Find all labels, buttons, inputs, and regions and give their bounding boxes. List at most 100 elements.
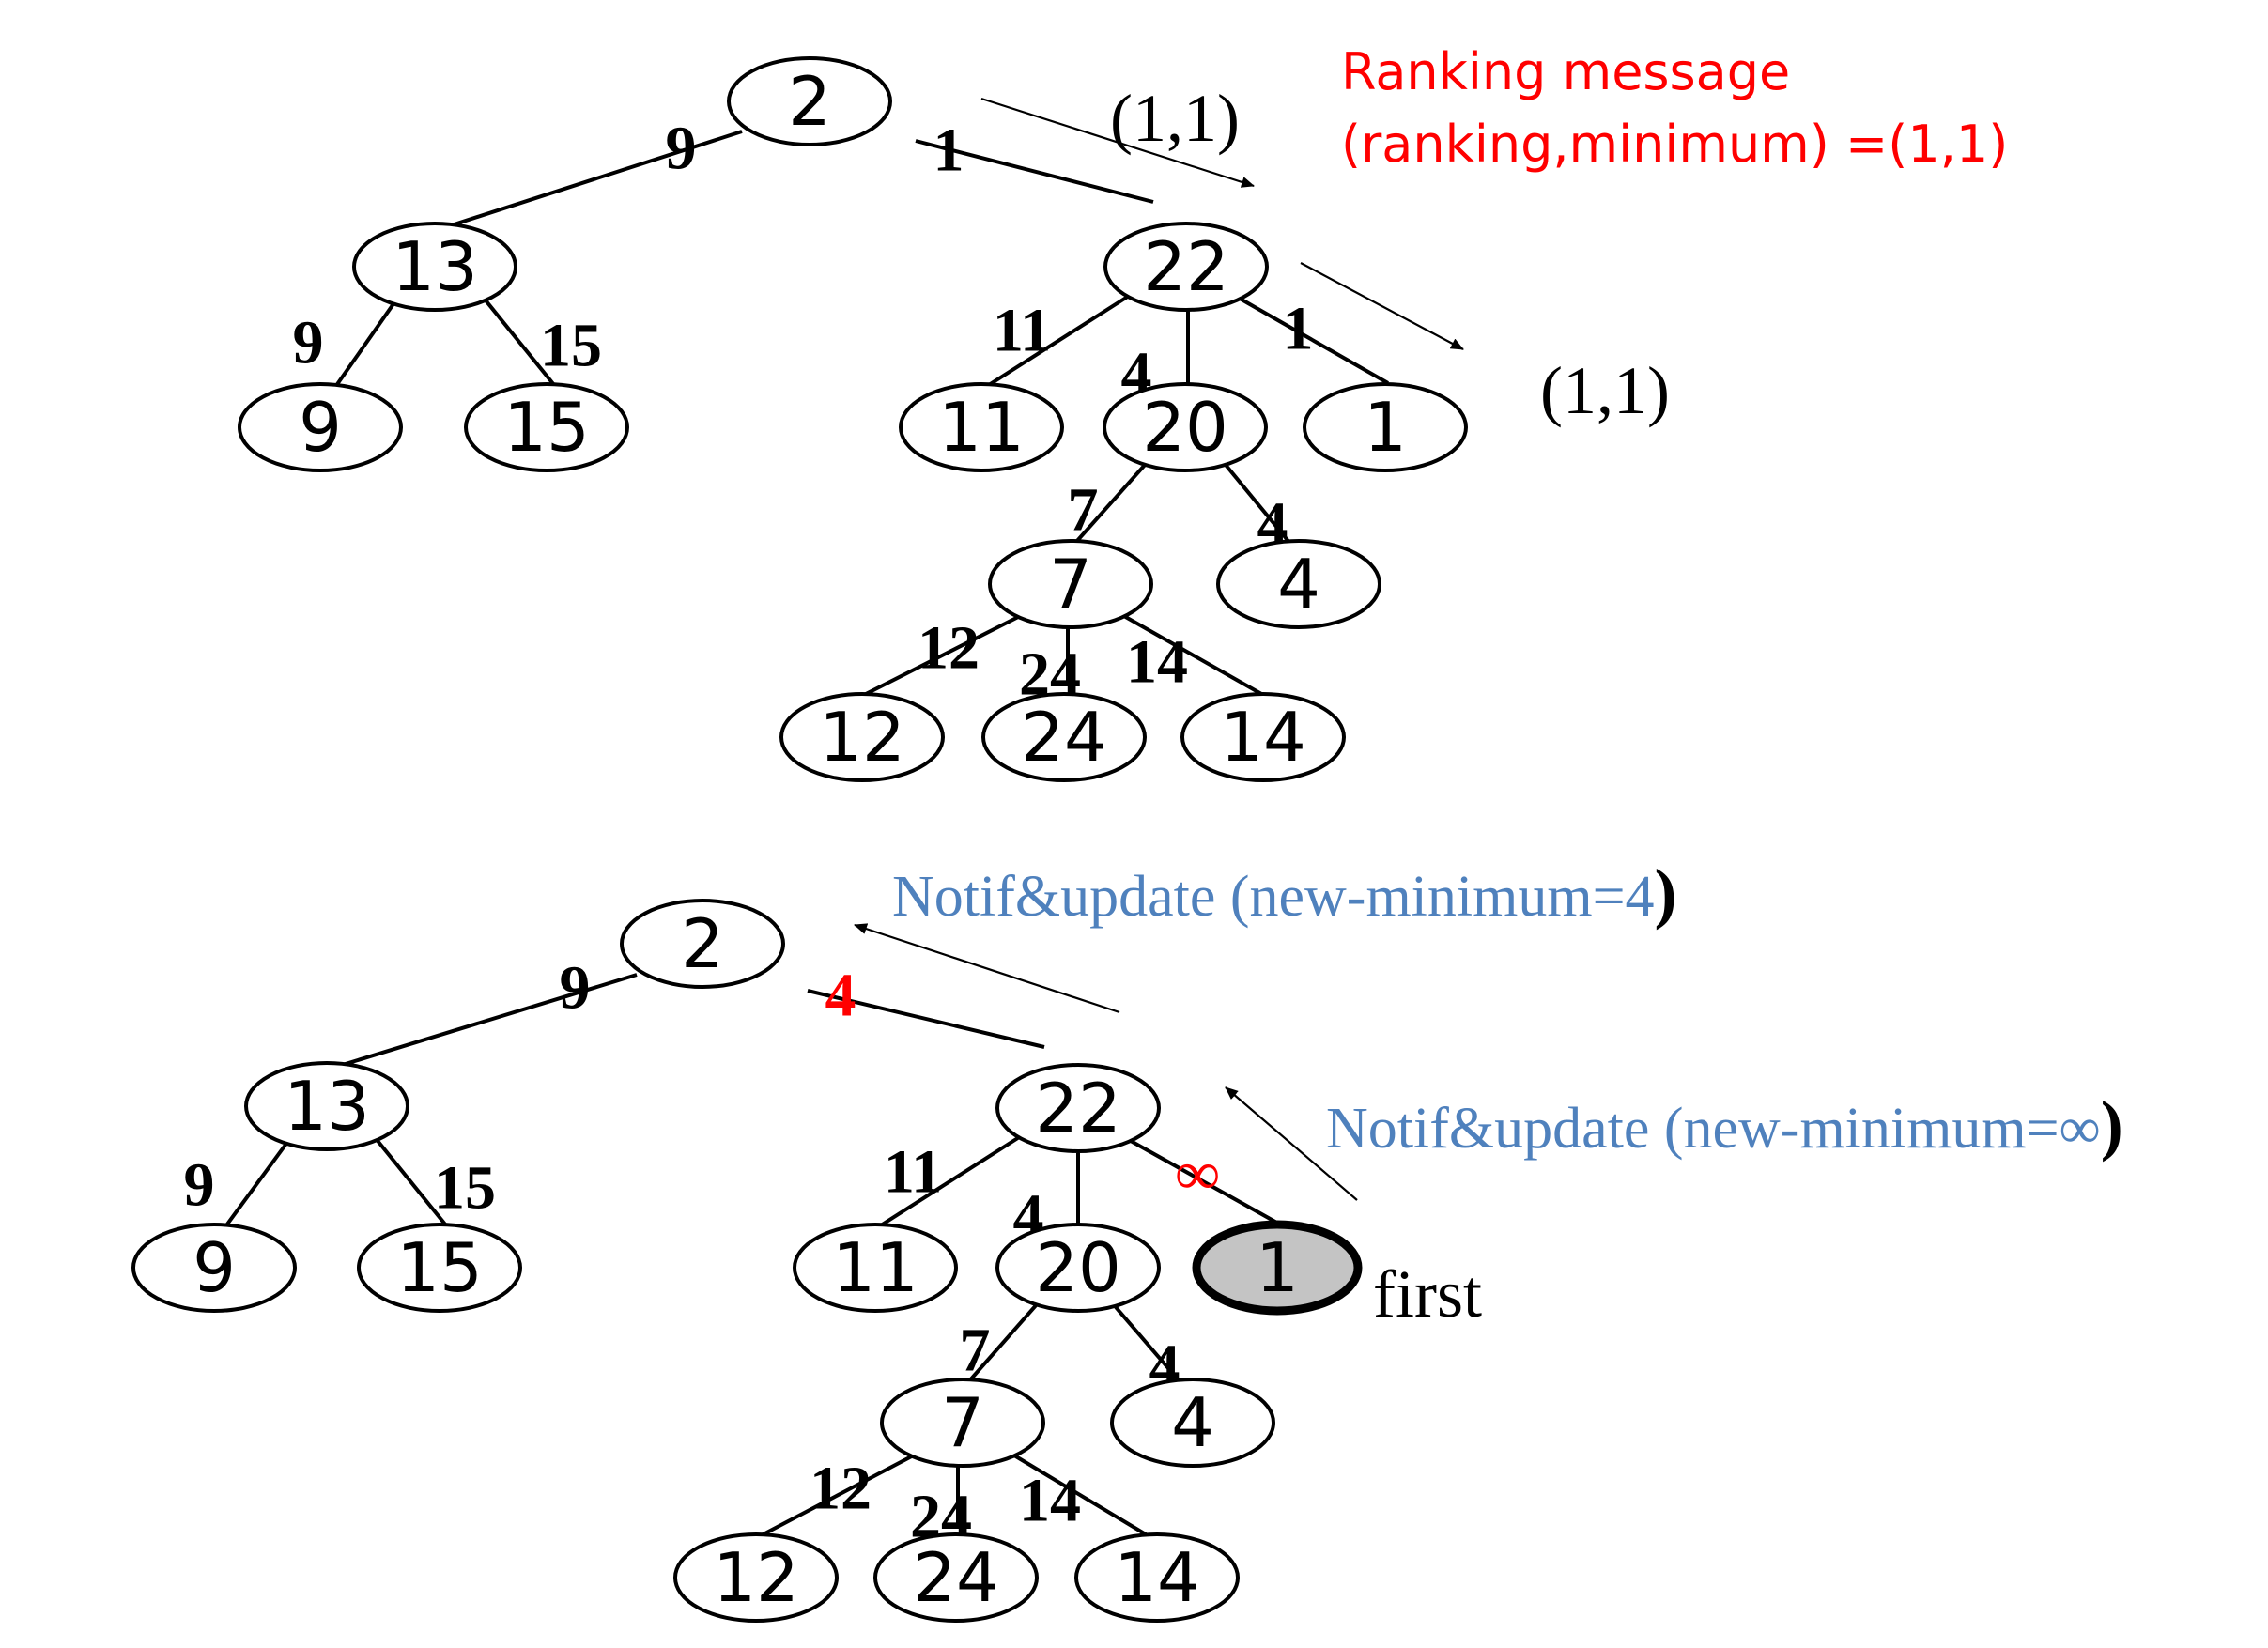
svg-text:15: 15 — [503, 388, 590, 467]
tree-node: 15 — [464, 382, 629, 472]
first-label: first — [1373, 1256, 1482, 1332]
tree-node: 9 — [131, 1223, 297, 1313]
edge-7-12 — [755, 1449, 923, 1540]
edge-20-4 — [1114, 1305, 1187, 1390]
edge-label-7-14: 14 — [1019, 1467, 1081, 1535]
svg-text:12: 12 — [713, 1538, 799, 1617]
tree-node: 24 — [873, 1532, 1039, 1623]
edge-7-14 — [1012, 1454, 1157, 1542]
edge-label-7-12: 12 — [918, 614, 980, 683]
tree-node: 14 — [1074, 1532, 1240, 1623]
edge-label-22-1: 1 — [1283, 295, 1314, 363]
tree-node: 15 — [357, 1223, 522, 1313]
tree-node: 9 — [238, 382, 403, 472]
tree-node: 20 — [995, 1223, 1161, 1313]
svg-text:20: 20 — [1142, 388, 1228, 467]
svg-text:12: 12 — [819, 698, 905, 777]
svg-text:13: 13 — [392, 227, 478, 306]
edge-label-20-7: 7 — [960, 1317, 991, 1385]
edge-label-13-9: 9 — [184, 1151, 215, 1220]
tree-node: 22 — [995, 1063, 1161, 1153]
svg-text:22: 22 — [1143, 227, 1229, 306]
bottom-tree: 9 4 9 15 11 4 ∞ 7 4 12 24 14 2 13 22 9 1 — [131, 855, 2123, 1623]
tree-node: 7 — [988, 539, 1153, 629]
tree-node: 12 — [779, 692, 945, 782]
edge-label-20-7: 7 — [1068, 476, 1099, 545]
edge-label-13-9: 9 — [293, 309, 324, 377]
tree-node: 20 — [1103, 382, 1268, 472]
edge-2-13 — [436, 130, 743, 232]
edge-2-22 — [807, 989, 1045, 1049]
tree-node-first: 1 — [1192, 1220, 1363, 1316]
edge-22-11 — [872, 1132, 1026, 1232]
edge-13-9 — [214, 1125, 301, 1241]
svg-text:15: 15 — [396, 1228, 483, 1307]
svg-text:9: 9 — [299, 388, 342, 467]
message-arrow-2-to-22 — [980, 97, 1255, 188]
svg-text:4: 4 — [1171, 1383, 1214, 1462]
svg-text:2: 2 — [788, 62, 831, 141]
edge-label-22-11: 11 — [993, 297, 1051, 365]
tree-node: 11 — [899, 382, 1064, 472]
tree-node: 11 — [793, 1223, 958, 1313]
svg-text:24: 24 — [1021, 698, 1107, 777]
notify-arrow-1-to-22 — [1225, 1086, 1358, 1201]
edge-7-12 — [863, 608, 1032, 697]
tree-node: 1 — [1303, 382, 1468, 472]
svg-text:9: 9 — [193, 1228, 236, 1307]
edge-label-22-11: 11 — [884, 1138, 942, 1207]
edge-label-13-15: 15 — [434, 1154, 496, 1223]
svg-text:4: 4 — [1277, 545, 1320, 624]
tree-node: 7 — [880, 1378, 1045, 1468]
ranking-message-title: Ranking message — [1341, 42, 1790, 101]
ranking-message-formula: (ranking,minimum) =(1,1) — [1341, 115, 2008, 174]
svg-text:11: 11 — [832, 1228, 918, 1307]
tree-node: 12 — [673, 1532, 839, 1623]
svg-text:13: 13 — [284, 1067, 370, 1146]
tuple-label: (1,1) — [1540, 353, 1670, 428]
notify-message-1: Notif&update (new-minimum=∞) — [1326, 1087, 2123, 1163]
tree-node: 4 — [1216, 539, 1381, 629]
top-tree: 9 1 9 15 11 4 1 7 4 12 24 14 2 13 22 9 1 — [238, 42, 2008, 782]
edge-label-13-15: 15 — [540, 312, 602, 380]
svg-text:11: 11 — [938, 388, 1025, 467]
tuple-label: (1,1) — [1110, 81, 1240, 156]
edge-label-2-22: 4 — [825, 962, 856, 1030]
tree-node: 13 — [352, 222, 517, 312]
edge-label-7-12: 12 — [810, 1455, 872, 1523]
edge-label-2-13: 9 — [560, 954, 591, 1023]
svg-text:7: 7 — [941, 1383, 984, 1462]
svg-text:7: 7 — [1049, 545, 1092, 624]
edge-13-15 — [472, 285, 556, 387]
svg-text:2: 2 — [681, 904, 724, 983]
svg-text:1: 1 — [1256, 1228, 1299, 1307]
svg-text:22: 22 — [1035, 1069, 1121, 1147]
tree-node: 2 — [620, 899, 785, 989]
svg-text:14: 14 — [1114, 1538, 1200, 1617]
edge-label-2-13: 9 — [666, 115, 697, 183]
message-arrow-22-to-1 — [1300, 262, 1464, 350]
edge-2-13 — [323, 973, 638, 1072]
edge-7-14 — [1121, 613, 1264, 697]
tree-node: 2 — [727, 56, 892, 146]
svg-text:14: 14 — [1220, 698, 1306, 777]
svg-text:1: 1 — [1364, 388, 1407, 467]
edge-22-1 — [1234, 294, 1389, 385]
tree-node: 4 — [1110, 1378, 1275, 1468]
edge-13-15 — [364, 1125, 448, 1227]
notify-arrow-22-to-2 — [854, 923, 1120, 1014]
edge-2-22 — [915, 139, 1154, 204]
svg-text:20: 20 — [1035, 1228, 1121, 1307]
edge-label-2-22: 1 — [933, 116, 964, 185]
tree-node: 14 — [1180, 692, 1346, 782]
edge-22-1 — [1121, 1134, 1283, 1227]
edge-22-11 — [980, 289, 1138, 392]
edge-20-4 — [1224, 463, 1293, 547]
notify-message-2: Notif&update (new-minimum=4) — [892, 855, 1677, 931]
edge-label-7-14: 14 — [1126, 628, 1188, 697]
tree-node: 22 — [1103, 222, 1269, 312]
edge-label-22-1: ∞ — [1175, 1140, 1219, 1209]
svg-text:24: 24 — [913, 1538, 999, 1617]
tree-node: 13 — [244, 1061, 409, 1151]
